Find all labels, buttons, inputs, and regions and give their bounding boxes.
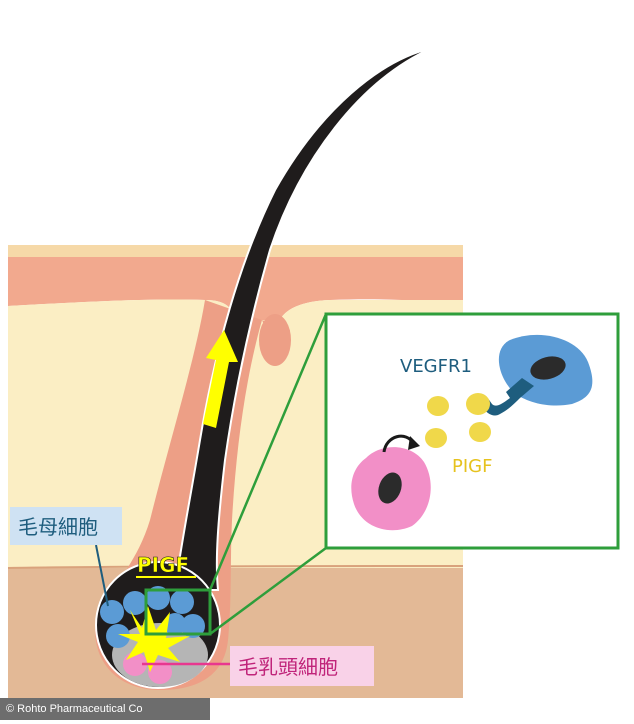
matrix-cell xyxy=(146,586,170,610)
vegfr1-receptor xyxy=(478,378,534,416)
inset-papilla-nucleus xyxy=(378,472,402,504)
papilla-cell-label: 毛乳頭細胞 xyxy=(230,646,374,686)
matrix-cell xyxy=(100,600,124,624)
receptor-nucleus xyxy=(530,356,566,380)
callout-connector-top xyxy=(208,313,328,591)
pigf-molecule xyxy=(469,422,491,442)
papilla-cell xyxy=(148,660,172,684)
papilla-cell-label-text: 毛乳頭細胞 xyxy=(238,655,338,679)
callout-connector-bottom xyxy=(209,546,327,636)
matrix-cell-label-text: 毛母細胞 xyxy=(18,515,98,539)
pigf-molecule xyxy=(425,428,447,448)
vegfr1-label: VEGFR1 xyxy=(400,356,472,377)
matrix-cell xyxy=(123,591,147,615)
matrix-cell-label: 毛母細胞 xyxy=(10,507,122,545)
secretion-arrowhead xyxy=(408,436,420,450)
matrix-cell-label-box xyxy=(10,507,122,545)
callout-region xyxy=(144,588,212,636)
matrix-cell xyxy=(181,614,205,638)
matrix-cell xyxy=(164,613,186,635)
matrix-cell xyxy=(170,590,194,614)
pigf-main-label: PIGF xyxy=(137,553,189,577)
matrix-cell xyxy=(106,624,130,648)
pigf-inset-label: PIGF xyxy=(452,456,492,477)
growth-arrow xyxy=(203,330,238,428)
pigf-molecule xyxy=(466,393,490,415)
image-credit: © Rohto Pharmaceutical Co xyxy=(0,698,210,720)
skin-surface-strip xyxy=(8,245,463,257)
pigf-molecule xyxy=(427,396,449,416)
pigf-molecules xyxy=(425,393,491,448)
matrix-cell-pointer xyxy=(95,544,109,607)
matrix-cells xyxy=(100,586,205,648)
papilla-cell-label-box xyxy=(230,646,374,686)
pigf-signal-burst xyxy=(118,606,190,672)
sebaceous-gland xyxy=(259,314,291,366)
